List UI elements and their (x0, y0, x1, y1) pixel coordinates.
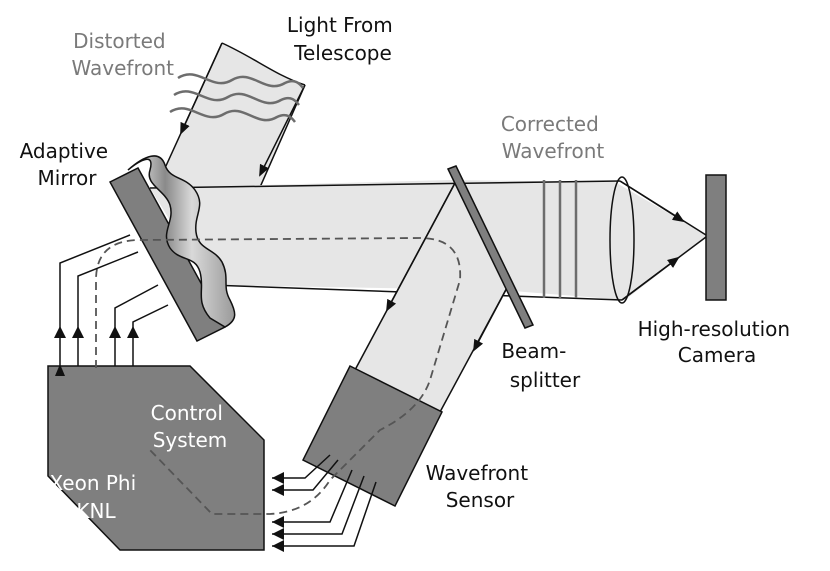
sensor-output-arrowheads (272, 472, 284, 552)
adaptive-mirror-surface (127, 155, 236, 328)
incoming-ray-left-arrow (180, 42, 223, 135)
adaptive-mirror-label: Adaptive Mirror (20, 139, 115, 190)
sensor-beam-left-arrow (386, 182, 456, 312)
xeon-phi-knl-label: Xeon Phi KNL (49, 471, 142, 523)
high-resolution-camera (705, 174, 727, 301)
corrected-wavefront-label: Corrected Wavefront (501, 112, 605, 163)
incoming-ray-right-arrow (259, 84, 306, 177)
beam-splitter (446, 165, 535, 329)
sensor-beam (343, 183, 509, 412)
main-beam-top-edge (149, 180, 621, 189)
control-system-label: Control System (151, 401, 230, 452)
sensor-beam-right-arrow (473, 283, 510, 352)
corrected-wavefront-lines (542, 180, 578, 298)
wavefront-sensor (301, 364, 444, 508)
focus-ray-bottom-arrow (621, 256, 680, 301)
sensor-output-lines (272, 454, 377, 547)
dashed-signal-path (95, 237, 461, 515)
lens (609, 176, 635, 304)
control-system-box (47, 365, 265, 551)
mirror-control-arrowheads (54, 326, 139, 338)
light-from-telescope-label: Light From Telescope (287, 13, 399, 65)
beam-splitter-label: Beam- splitter (501, 339, 581, 392)
high-resolution-camera-label: High-resolution Camera (638, 317, 797, 367)
distorted-wavefront-label: Distorted Wavefront (72, 29, 175, 80)
distorted-wavefront-lines (169, 73, 304, 123)
wavefront-sensor-label: Wavefront Sensor (426, 461, 535, 512)
focus-ray-top-arrow (619, 180, 685, 223)
